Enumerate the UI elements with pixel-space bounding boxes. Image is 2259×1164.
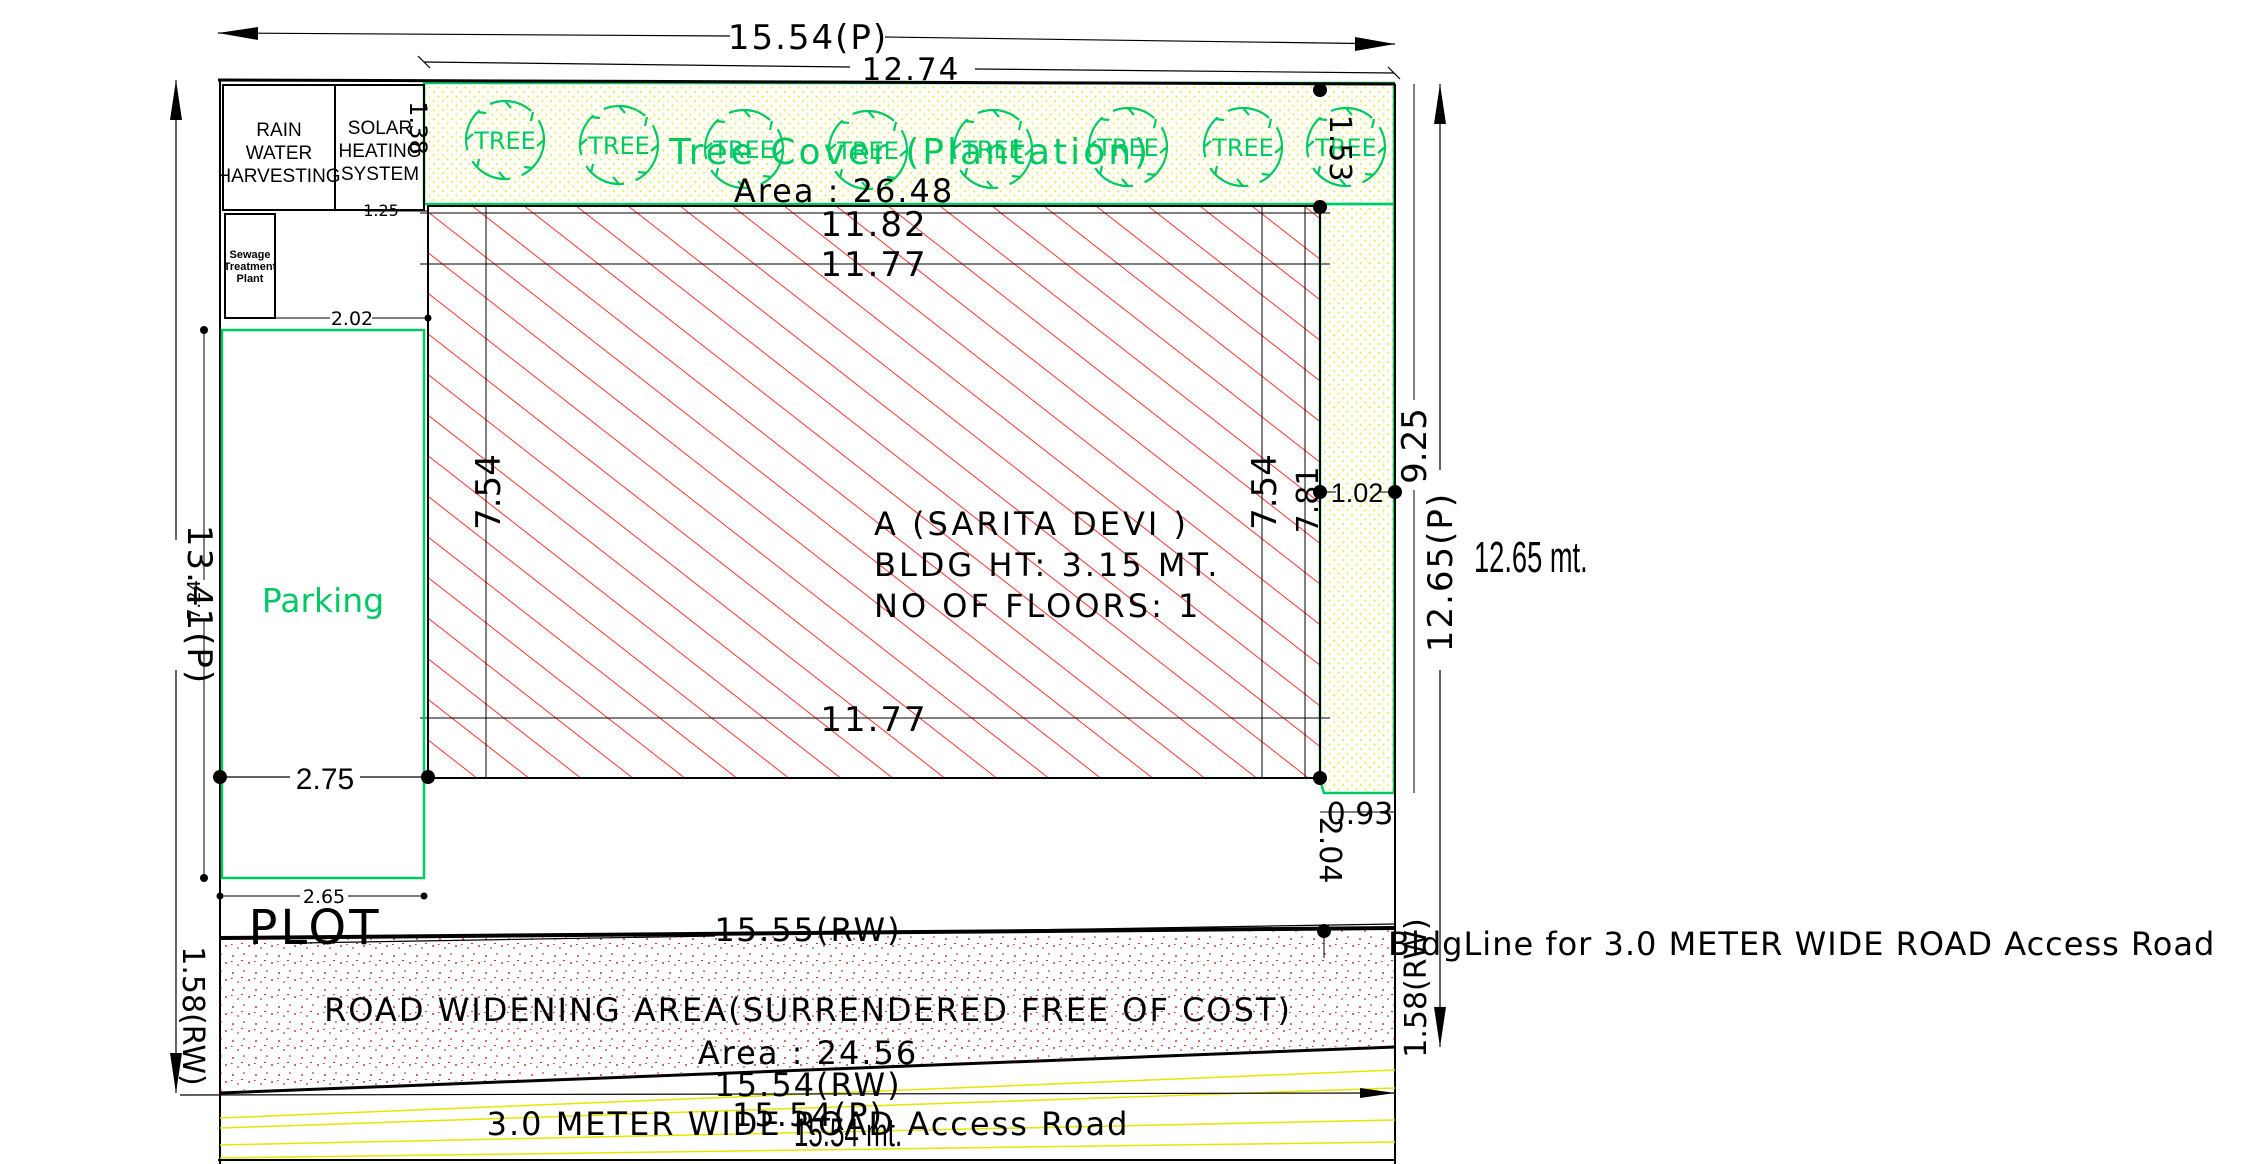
dimension-nodes xyxy=(213,83,1402,938)
dim-parking-width-bottom: 2.65 xyxy=(216,886,428,908)
dim-tree-strip-depth: 1.53 xyxy=(1322,115,1357,182)
dim-plot-depth-left: 13.41(P) xyxy=(170,80,219,1093)
dim-top-left-small: 1.25 1.38 xyxy=(363,101,432,220)
road-widening-area xyxy=(220,930,1395,1091)
svg-text:7.24: 7.24 xyxy=(184,580,205,620)
svg-text:TREE: TREE xyxy=(1096,134,1159,162)
tree-icon: TREE xyxy=(464,99,546,181)
solar-label-2: HEATING xyxy=(338,141,421,162)
dim-rw-width-top: 15.55(RW) xyxy=(299,911,1396,949)
solar-label-1: SOLAR xyxy=(348,118,412,139)
dim-parking-depth: 7.24 xyxy=(184,326,208,882)
dim-front-setback-width: 12.74 xyxy=(417,52,1401,88)
svg-text:1.25: 1.25 xyxy=(363,201,399,220)
svg-text:2.02: 2.02 xyxy=(331,308,373,330)
solar-label-3: SYSTEM xyxy=(341,164,419,185)
dim-building-height-right: 7.54 xyxy=(1245,454,1285,530)
parking-area: Parking xyxy=(220,328,426,880)
svg-text:13.41(P): 13.41(P) xyxy=(179,525,219,685)
building-footprint xyxy=(420,205,1330,779)
solar-heating-box: SOLAR HEATING SYSTEM xyxy=(334,84,425,211)
road-widening-label: ROAD WIDENING AREA(SURRENDERED FREE OF C… xyxy=(324,991,1292,1029)
dim-building-width-inner-top: 11.77 xyxy=(820,245,927,285)
building-height: BLDG HT: 3.15 MT. xyxy=(874,546,1220,584)
dim-right-bottom-offset: 0.93 xyxy=(1320,797,1395,832)
svg-text:12.74: 12.74 xyxy=(862,52,961,88)
rain-water-harvesting-box: RAIN WATER HARVESTING xyxy=(217,84,341,211)
dim-building-width-inner-bottom: 11.77 xyxy=(820,700,927,740)
parking-label: Parking xyxy=(262,581,384,620)
rwh-label-3: HARVESTING xyxy=(217,166,340,187)
dimension-node-icon xyxy=(1313,771,1327,785)
svg-text:TREE: TREE xyxy=(836,137,899,165)
stp-label-1: Sewage xyxy=(230,249,271,261)
tree-cover-label: Tree Cover (Plantation) xyxy=(668,132,1151,173)
svg-text:2.65: 2.65 xyxy=(303,886,345,908)
tree-cover-area: Area : 26.48 xyxy=(734,172,954,210)
tree-icon: TREE xyxy=(578,104,660,186)
road-widening-area-label: Area : 24.56 xyxy=(698,1034,918,1072)
svg-text:11.77: 11.77 xyxy=(820,700,927,740)
rwh-label-2: WATER xyxy=(246,143,313,164)
depth-mt-label: 12.65 mt. xyxy=(1474,532,1588,581)
building-name: A (SARITA DEVI ) xyxy=(874,505,1189,543)
tree-symbols: TREE TREE TREE TREE TREE TREE TREE TREE xyxy=(464,99,1387,191)
stp-label-3: Plant xyxy=(237,273,264,285)
dim-right-setback: 1.02 xyxy=(1320,478,1395,508)
dim-road-widening-right: 1.58(RW) xyxy=(1399,918,1434,1058)
building-floors: NO OF FLOORS: 1 xyxy=(874,587,1201,625)
svg-text:2.75: 2.75 xyxy=(296,763,354,796)
svg-text:1.38: 1.38 xyxy=(404,101,432,154)
svg-text:11.77: 11.77 xyxy=(820,245,927,285)
svg-text:TREE: TREE xyxy=(473,127,536,155)
dim-plot-width-top: 15.54(P) xyxy=(217,18,1396,58)
tree-icon: TREE xyxy=(703,108,785,190)
svg-text:9.25: 9.25 xyxy=(1395,408,1435,484)
dim-plot-width-bottom: 15.54(P) xyxy=(732,1096,884,1134)
rwh-label-1: RAIN xyxy=(256,120,301,141)
access-road-label: 3.0 METER WIDE ROAD Access Road xyxy=(487,1105,1130,1143)
dimension-node-icon xyxy=(1313,83,1327,97)
dimension-node-icon xyxy=(1313,200,1327,214)
dim-building-height-right-outer: 7.81 xyxy=(1291,467,1326,534)
dimension-node-icon xyxy=(213,770,227,784)
dimension-node-icon xyxy=(421,770,435,784)
dim-utility-gap: 2.02 xyxy=(225,308,432,330)
dimension-node-icon xyxy=(1388,485,1402,499)
width-mt-label: 15.54 mt. xyxy=(794,1110,902,1155)
dim-plot-depth-right: 12.65(P) xyxy=(1421,84,1461,1047)
dim-right-depth-inner: 9.25 xyxy=(1395,84,1435,793)
svg-text:1.02: 1.02 xyxy=(1331,478,1384,508)
svg-text:TREE: TREE xyxy=(961,136,1024,164)
tree-icon: TREE xyxy=(827,109,909,191)
tree-icon: TREE xyxy=(952,108,1034,190)
dimension-node-icon xyxy=(1313,485,1327,499)
tree-icon: TREE xyxy=(1087,106,1169,188)
dim-road-widening-left: 1.58(RW) xyxy=(175,946,210,1086)
svg-text:TREE: TREE xyxy=(1314,134,1377,162)
plot-label: PLOT xyxy=(248,900,381,956)
tree-icon: TREE xyxy=(1202,106,1284,188)
svg-text:TREE: TREE xyxy=(1211,134,1274,162)
svg-text:11.82: 11.82 xyxy=(820,205,927,245)
dim-bottom-setback: 2.04 xyxy=(1312,817,1347,884)
building-line-label: BldgLine for 3.0 METER WIDE ROAD Access … xyxy=(1388,925,2215,963)
svg-text:0.93: 0.93 xyxy=(1327,797,1394,832)
dim-building-height-left: 7.54 xyxy=(469,454,509,530)
svg-text:TREE: TREE xyxy=(712,136,775,164)
stp-label-2: Treatment xyxy=(224,261,277,273)
dim-parking-width: 2.75 xyxy=(220,763,428,796)
svg-text:15.54(P): 15.54(P) xyxy=(728,18,888,58)
svg-text:15.55(RW): 15.55(RW) xyxy=(714,911,901,949)
tree-icon: TREE xyxy=(1305,106,1387,188)
dim-rw-width-bottom: 15.54(RW) xyxy=(714,1066,901,1104)
svg-text:12.65(P): 12.65(P) xyxy=(1421,492,1461,652)
dim-building-width-outer: 11.82 xyxy=(820,205,927,245)
sewage-treatment-plant-box: Sewage Treatment Plant xyxy=(224,213,277,319)
svg-text:TREE: TREE xyxy=(587,132,650,160)
